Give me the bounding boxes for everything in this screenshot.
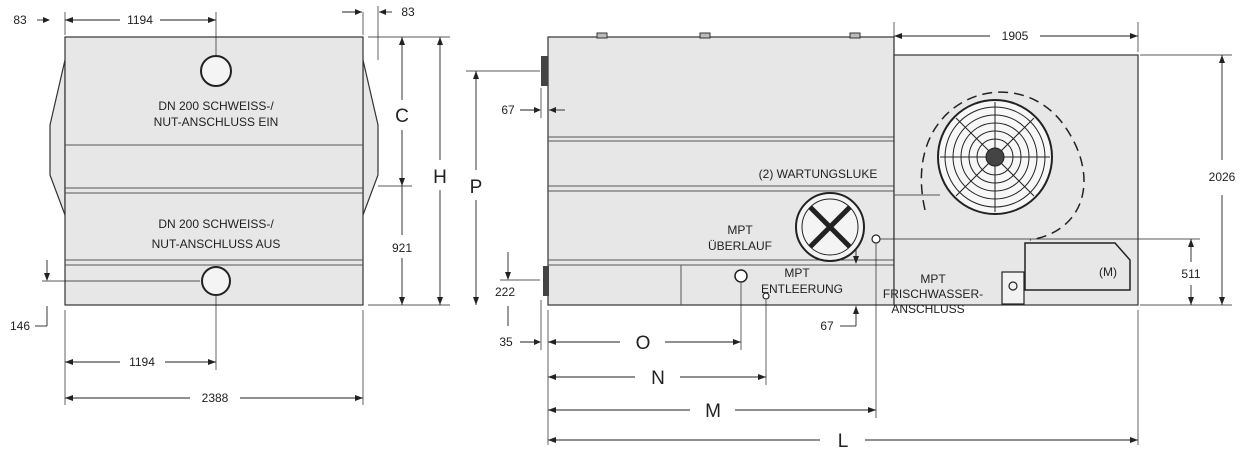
freshwater-label-line1: MPT — [920, 272, 946, 286]
dim-511: 511 — [1181, 267, 1200, 281]
freshwater-valve — [1001, 271, 1025, 305]
inlet-pipe — [200, 55, 232, 87]
dim-222: 222 — [495, 285, 515, 299]
front-view: DN 200 SCHWEISS-/ NUT-ANSCHLUSS EIN DN 2… — [10, 5, 450, 405]
dim-m: M — [705, 401, 721, 422]
dim-top-right-offset: 83 — [401, 5, 415, 19]
dim-top-half-width: 1194 — [127, 13, 153, 27]
dim-35: 35 — [499, 335, 513, 349]
service-hatch-label: (2) WARTUNGSLUKE — [759, 167, 878, 181]
dim-c: C — [395, 106, 409, 127]
inlet-label-line1: DN 200 SCHWEISS-/ — [158, 99, 274, 113]
freshwater-port — [762, 292, 770, 300]
outlet-label-line2: NUT-ANSCHLUSS AUS — [152, 237, 281, 251]
dim-h: H — [433, 167, 447, 188]
outlet-stub — [543, 266, 549, 296]
dim-total-width: 2388 — [202, 391, 229, 405]
freshwater-label-line3: ANSCHLUSS — [891, 302, 964, 316]
dim-l: L — [838, 431, 849, 450]
dim-p: P — [470, 177, 483, 198]
dim-2026: 2026 — [1209, 170, 1236, 184]
drain-label-line2: ENTLEERUNG — [761, 282, 843, 296]
left-louvre — [49, 59, 66, 216]
outlet-label-line1: DN 200 SCHWEISS-/ — [158, 217, 274, 231]
overflow-label-line2: ÜBERLAUF — [708, 239, 772, 253]
inlet-label-line2: NUT-ANSCHLUSS EIN — [154, 115, 279, 129]
freshwater-label-line2: FRISCHWASSER- — [883, 287, 983, 301]
dim-bottom-half-width: 1194 — [129, 355, 155, 369]
motor — [1024, 242, 1131, 291]
dim-921: 921 — [392, 241, 412, 255]
drain-label-line1: MPT — [784, 266, 810, 280]
drain-port — [734, 269, 748, 283]
fan-hub — [985, 147, 1005, 167]
dim-1905: 1905 — [1002, 29, 1029, 43]
inlet-stub — [541, 56, 548, 86]
overflow-port — [871, 234, 881, 244]
dim-top-left-offset: 83 — [13, 13, 27, 27]
right-louvre — [362, 59, 379, 216]
outlet-pipe — [201, 266, 231, 296]
overflow-label-line1: MPT — [727, 223, 753, 237]
dim-n: N — [651, 368, 665, 389]
dim-o: O — [636, 333, 651, 354]
motor-label: (M) — [1099, 265, 1117, 279]
side-view: (M) (2) WARTUNGSLUKE MPT ÜBERLAUF MPT EN… — [466, 22, 1236, 450]
dim-146: 146 — [10, 319, 30, 333]
dim-67-top: 67 — [501, 103, 515, 117]
dim-67-bottom: 67 — [820, 319, 834, 333]
